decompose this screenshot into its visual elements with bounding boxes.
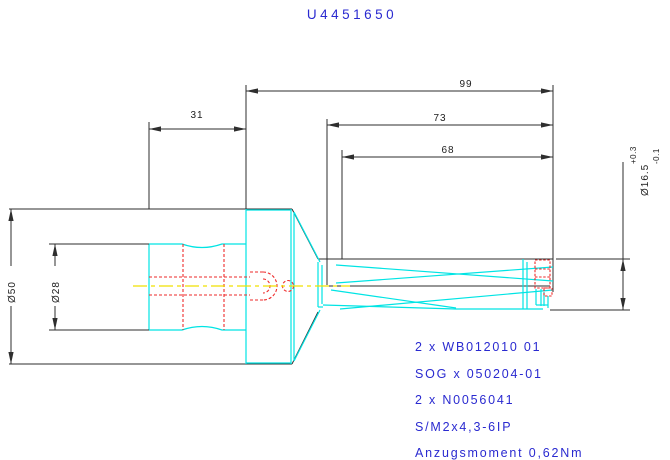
dia-tip-label: Ø16.5 xyxy=(640,164,651,196)
note-torque: Anzugsmoment 0,62Nm xyxy=(415,446,583,460)
extension-lines xyxy=(49,85,630,331)
hidden-detail xyxy=(149,244,553,330)
dim-shank-length-label: 31 xyxy=(190,110,203,121)
note-sog: SOG x 050204-01 xyxy=(415,367,543,381)
notes-block: 2 x WB012010 01 SOG x 050204-01 2 x N005… xyxy=(415,340,583,460)
dia-tip-dimension: Ø16.5 +0.3 -0.1 xyxy=(629,146,661,196)
dim-body-length-label: 73 xyxy=(433,113,446,124)
dia-shank-label: Ø28 xyxy=(51,281,62,303)
drawing-title: U4451650 xyxy=(307,7,397,22)
note-shim: 2 x N0056041 xyxy=(415,393,514,407)
note-screw: S/M2x4,3-6IP xyxy=(415,420,512,434)
dia-tip-tolerance-lower: -0.1 xyxy=(652,148,661,164)
dia-holder-label: Ø50 xyxy=(7,281,18,303)
dia-tip-tolerance-upper: +0.3 xyxy=(629,146,638,164)
dimension-lines xyxy=(8,88,626,364)
dim-flute-length-label: 68 xyxy=(441,145,454,156)
note-insert: 2 x WB012010 01 xyxy=(415,340,541,354)
dim-overall-length-label: 99 xyxy=(459,79,472,90)
